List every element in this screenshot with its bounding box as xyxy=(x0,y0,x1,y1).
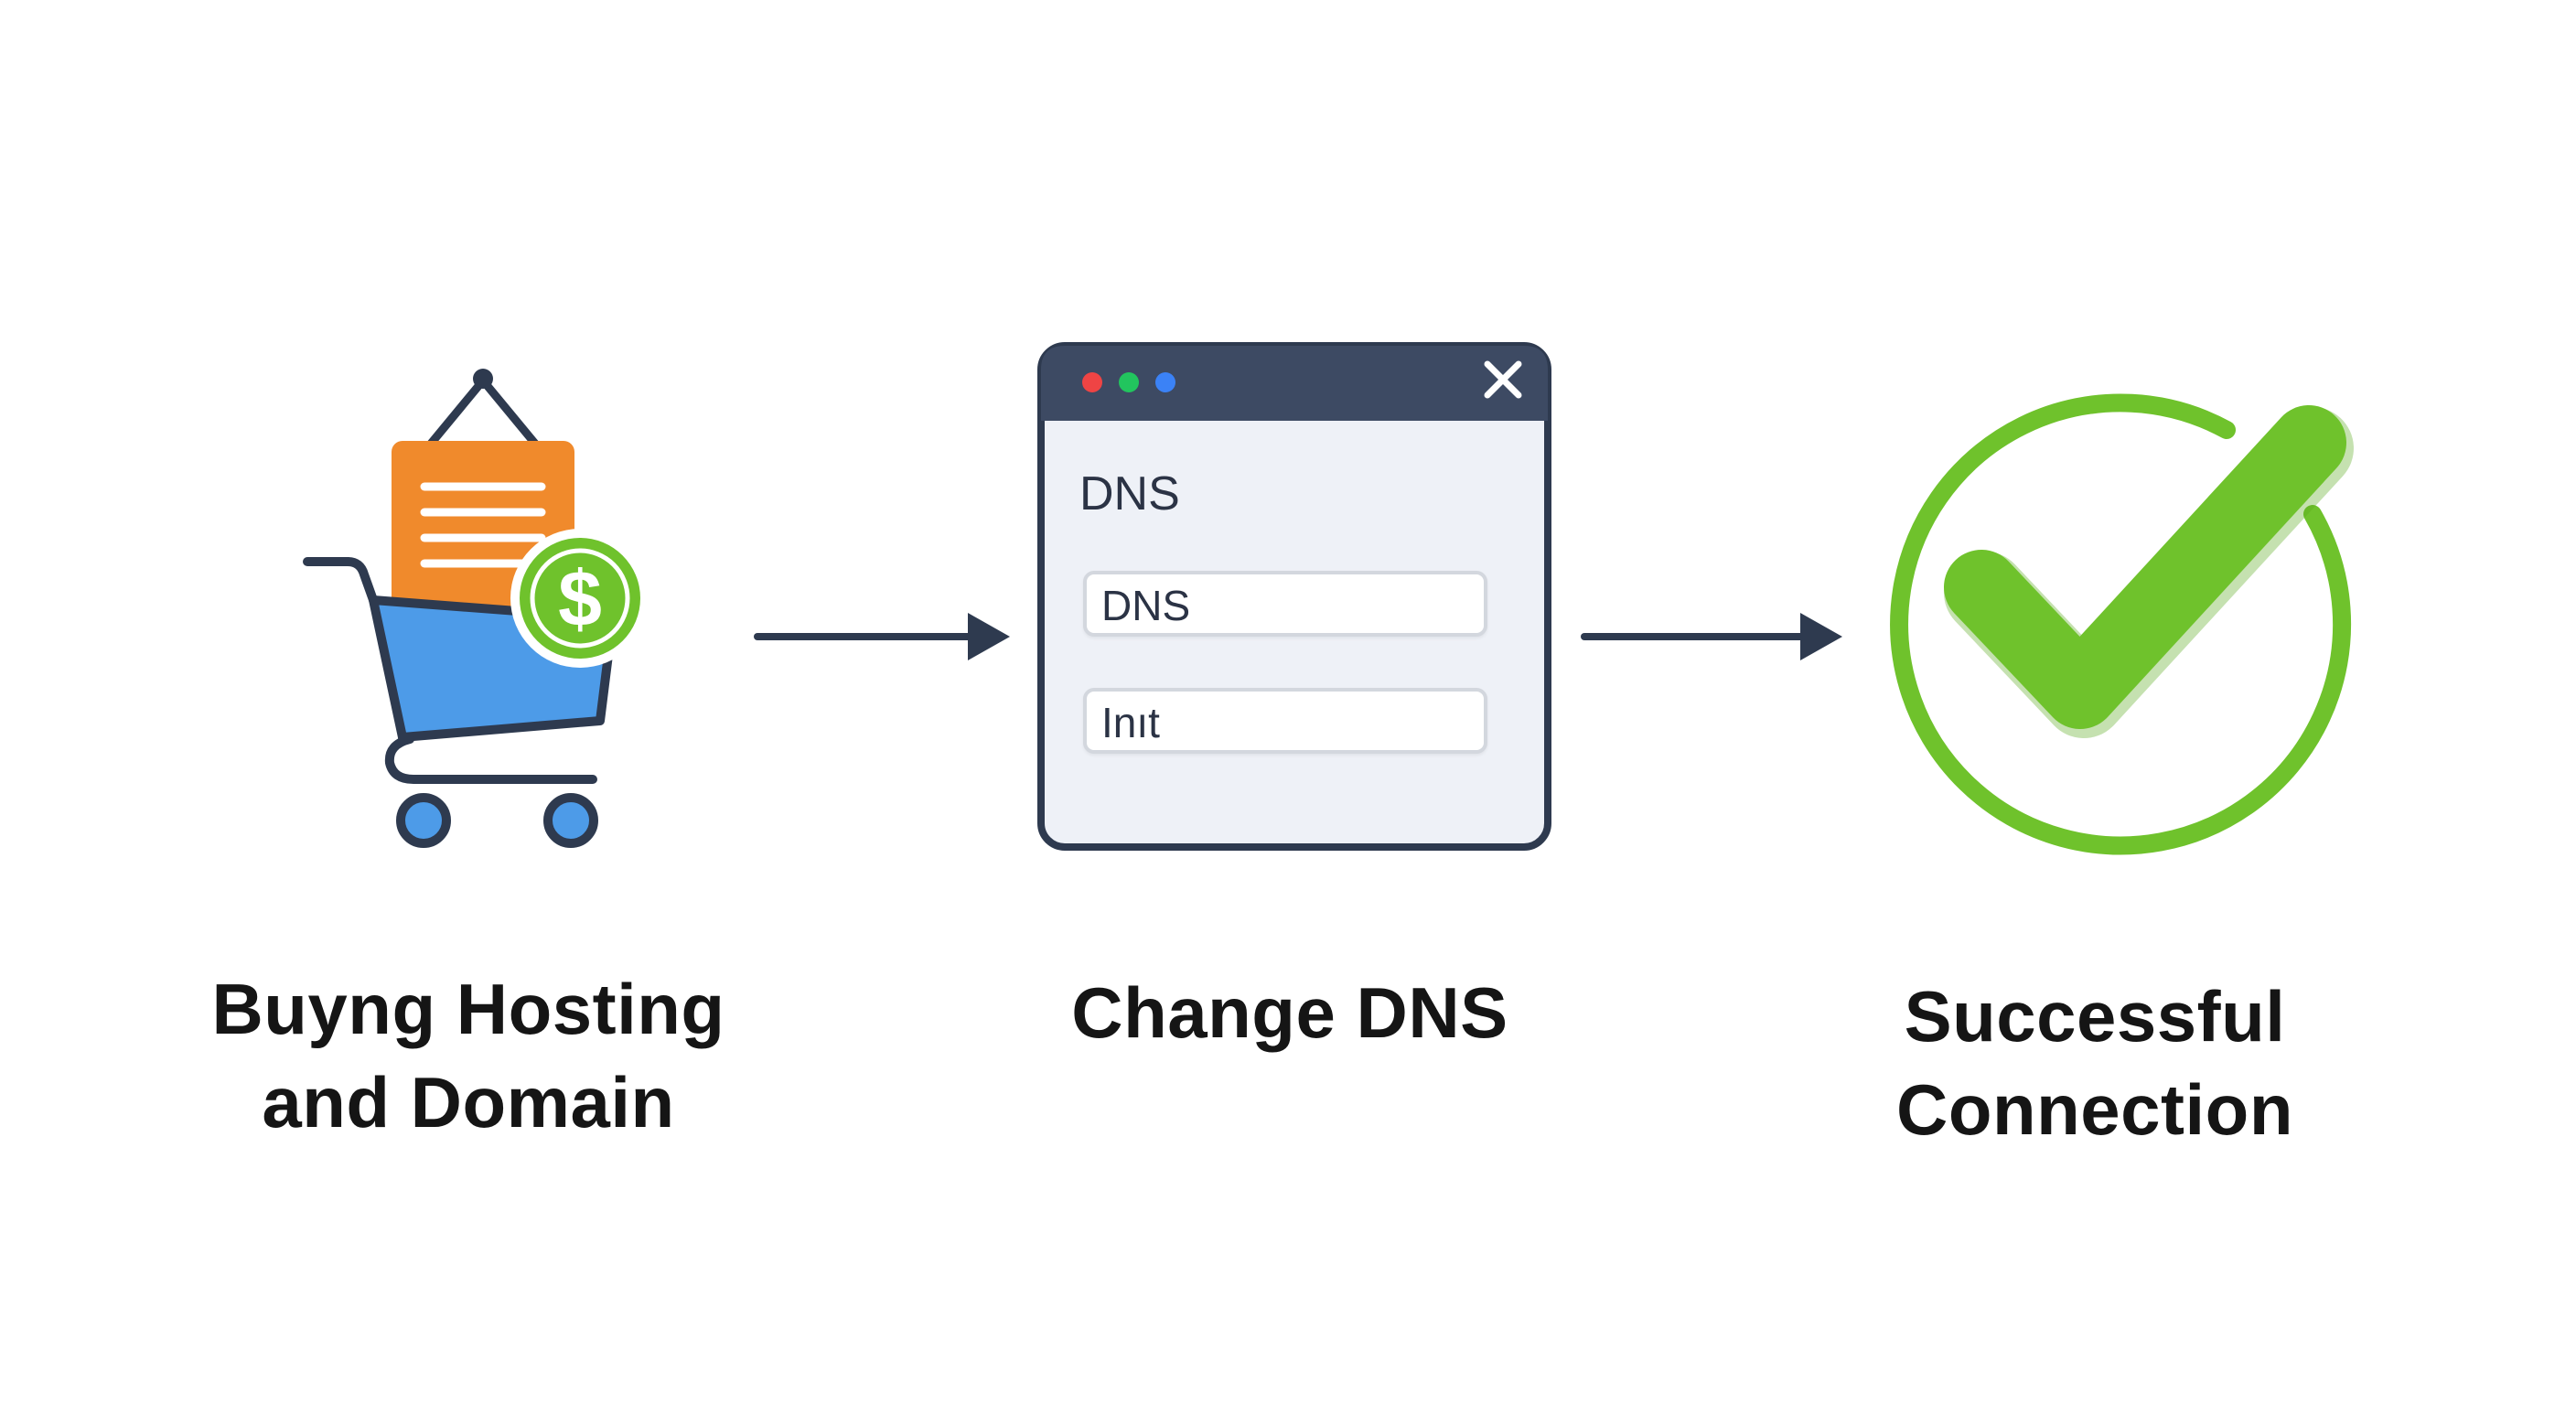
step-label-buying-hosting: Buyng Hosting and Domain xyxy=(211,969,725,1142)
window-dot-red xyxy=(1082,372,1102,392)
init-field[interactable]: Inıt xyxy=(1083,688,1487,754)
step-label-change-dns: Change DNS xyxy=(1071,972,1508,1053)
dns-field-value: DNS xyxy=(1101,582,1191,629)
init-field-value: Inıt xyxy=(1101,699,1160,746)
svg-text:$: $ xyxy=(558,555,602,643)
shopping-cart-icon: $ xyxy=(303,369,649,848)
arrow-right-icon xyxy=(1581,613,1842,660)
window-dot-green xyxy=(1119,372,1139,392)
arrow-right-icon xyxy=(754,613,1010,660)
dns-window-heading: DNS xyxy=(1079,467,1180,520)
dns-field[interactable]: DNS xyxy=(1083,571,1487,637)
step-label-successful-connection: Successful Connection xyxy=(1896,976,2293,1150)
window-dot-blue xyxy=(1155,372,1175,392)
checkmark-circle-icon xyxy=(1890,393,2354,855)
close-icon xyxy=(1484,360,1522,399)
